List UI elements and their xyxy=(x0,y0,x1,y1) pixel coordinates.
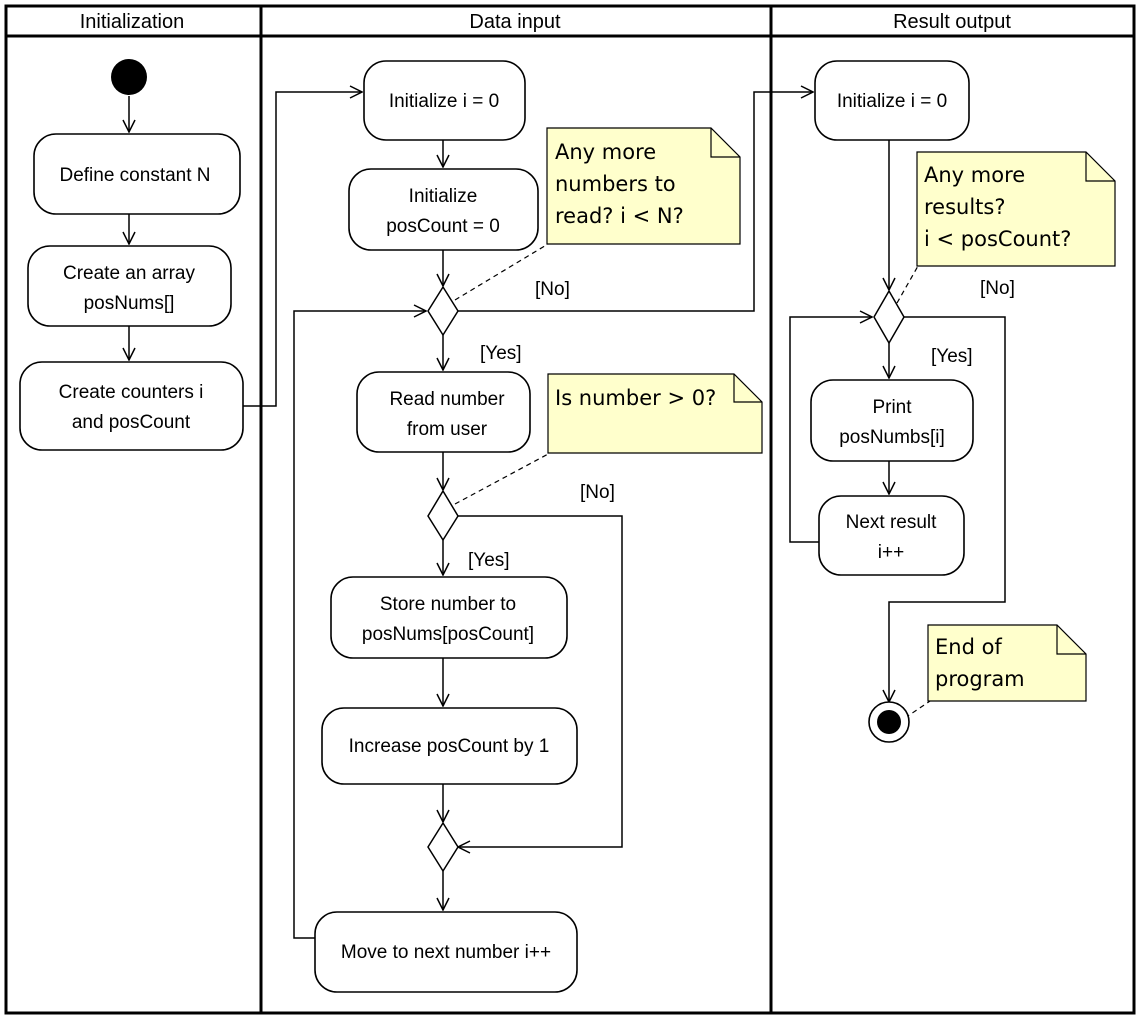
svg-text:End of: End of xyxy=(935,635,1002,659)
input-init-i-node: Initialize i = 0 xyxy=(363,60,526,141)
increase-poscount-node: Increase posCount by 1 xyxy=(321,707,578,785)
svg-text:results?: results? xyxy=(924,195,1006,219)
note-is-positive: Is number > 0? xyxy=(547,373,763,454)
guard-no-loop: [No] xyxy=(535,279,570,300)
guard-yes-positive: [Yes] xyxy=(468,550,510,571)
svg-text:Next result: Next result xyxy=(846,512,938,533)
note-end-of-program: End of program xyxy=(927,624,1087,702)
svg-text:Read number: Read number xyxy=(389,389,505,410)
input-init-poscount-node: Initialize posCount = 0 xyxy=(348,168,539,251)
svg-text:Move to next number i++: Move to next number i++ xyxy=(341,942,551,963)
loop-decision-diamond xyxy=(427,285,459,337)
output-init-i-node: Initialize i = 0 xyxy=(814,60,970,141)
svg-text:Store number to: Store number to xyxy=(380,594,516,615)
merge-diamond xyxy=(427,821,459,873)
svg-text:posNums[]: posNums[] xyxy=(84,293,175,314)
guard-yes-loop: [Yes] xyxy=(480,343,522,364)
guard-yes-output: [Yes] xyxy=(931,346,973,367)
positive-decision-diamond xyxy=(427,489,459,542)
svg-text:program: program xyxy=(935,667,1025,691)
svg-text:Any more: Any more xyxy=(555,140,656,164)
svg-text:from user: from user xyxy=(407,419,488,440)
create-counters-node: Create counters i and posCount xyxy=(19,361,244,451)
read-number-node: Read number from user xyxy=(356,371,531,453)
svg-text:Initialize i = 0: Initialize i = 0 xyxy=(389,91,499,112)
svg-text:Any more: Any more xyxy=(924,163,1025,187)
svg-text:Create counters i: Create counters i xyxy=(59,382,204,403)
move-next-node: Move to next number i++ xyxy=(314,911,578,993)
print-node: Print posNumbs[i] xyxy=(810,379,974,462)
svg-text:posNums[posCount]: posNums[posCount] xyxy=(362,624,534,645)
create-array-node: Create an array posNums[] xyxy=(27,245,232,327)
svg-text:i++: i++ xyxy=(878,542,904,563)
lane-title-result-output: Result output xyxy=(893,11,1011,33)
define-constant-node: Define constant N xyxy=(33,133,241,215)
swimlane-frame xyxy=(4,4,1136,1015)
svg-text:Create an array: Create an array xyxy=(63,263,196,284)
svg-text:Increase posCount by 1: Increase posCount by 1 xyxy=(349,736,550,757)
svg-text:posNumbs[i]: posNumbs[i] xyxy=(839,427,945,448)
lane-title-data-input: Data input xyxy=(469,11,561,33)
svg-text:numbers to: numbers to xyxy=(555,172,676,196)
next-result-node: Next result i++ xyxy=(818,495,965,576)
guard-no-positive: [No] xyxy=(580,482,615,503)
svg-text:Print: Print xyxy=(872,397,912,418)
svg-text:Define constant N: Define constant N xyxy=(59,165,210,186)
initial-node xyxy=(111,59,147,95)
svg-text:i < posCount?: i < posCount? xyxy=(924,227,1071,251)
svg-text:and posCount: and posCount xyxy=(72,412,191,433)
svg-text:Initialize i = 0: Initialize i = 0 xyxy=(837,91,947,112)
lane-title-initialization: Initialization xyxy=(80,11,185,33)
svg-text:Initialize: Initialize xyxy=(409,186,478,207)
store-number-node: Store number to posNums[posCount] xyxy=(330,576,568,659)
svg-text:read? i < N?: read? i < N? xyxy=(555,204,684,228)
svg-text:posCount = 0: posCount = 0 xyxy=(386,216,500,237)
note-more-numbers: Any more numbers to read? i < N? xyxy=(546,127,741,245)
svg-text:Is number > 0?: Is number > 0? xyxy=(555,386,716,410)
guard-no-output: [No] xyxy=(980,278,1015,299)
final-node xyxy=(868,701,910,743)
note-more-results: Any more results? i < posCount? xyxy=(916,151,1116,267)
